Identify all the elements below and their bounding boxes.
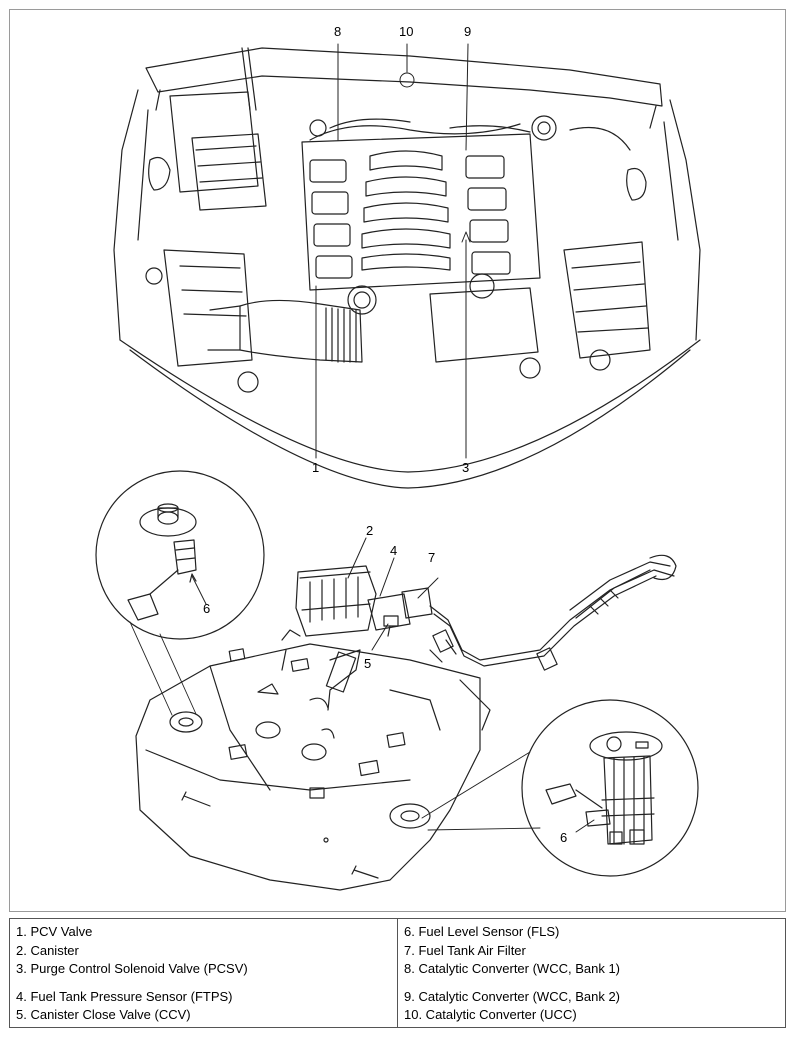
legend-item-ftps: 4. Fuel Tank Pressure Sensor (FTPS) [16, 988, 233, 1004]
callout-4: 4 [390, 543, 397, 558]
legend-item-wcc-bank2: 9. Catalytic Converter (WCC, Bank 2) [404, 988, 621, 1004]
legend-column-left: 1. PCV Valve 2. Canister 3. Purge Contro… [10, 919, 397, 1027]
engine-leader-lines [315, 43, 471, 459]
legend-item-air-filter: 7. Fuel Tank Air Filter [404, 942, 526, 958]
legend-column-right: 6. Fuel Level Sensor (FLS) 7. Fuel Tank … [397, 919, 785, 1027]
callout-labels: 8 10 9 1 3 2 4 7 5 6 6 [203, 24, 567, 845]
callout-8: 8 [334, 24, 341, 39]
engine-bay-illustration [113, 47, 701, 489]
component-location-figure: 8 10 9 1 3 2 4 7 5 6 6 [9, 9, 786, 912]
legend-item-fls: 6. Fuel Level Sensor (FLS) [404, 924, 560, 939]
callout-10: 10 [399, 24, 413, 39]
legend-item-ccv: 5. Canister Close Valve (CCV) [16, 1007, 191, 1022]
fls-inset-left [95, 470, 265, 716]
legend-item-ucc: 10. Catalytic Converter (UCC) [404, 1007, 577, 1022]
legend-item-pcsv: 3. Purge Control Solenoid Valve (PCSV) [16, 961, 248, 976]
legend-item-pcv-valve: 1. PCV Valve [16, 924, 93, 939]
callout-3: 3 [462, 460, 469, 475]
legend-table: 1. PCV Valve 2. Canister 3. Purge Contro… [9, 918, 786, 1028]
callout-6-left: 6 [203, 601, 210, 616]
legend-item-wcc-bank1: 8. Catalytic Converter (WCC, Bank 1) [404, 961, 621, 976]
fuel-tank-illustration [135, 554, 677, 891]
fls-inset-right [421, 699, 699, 877]
callout-5: 5 [364, 656, 371, 671]
legend-item-canister: 2. Canister [16, 942, 79, 958]
tank-leader-lines [347, 537, 439, 651]
callout-7: 7 [428, 550, 435, 565]
callout-1: 1 [312, 460, 319, 475]
callout-6-right: 6 [560, 830, 567, 845]
callout-2: 2 [366, 523, 373, 538]
callout-9: 9 [464, 24, 471, 39]
